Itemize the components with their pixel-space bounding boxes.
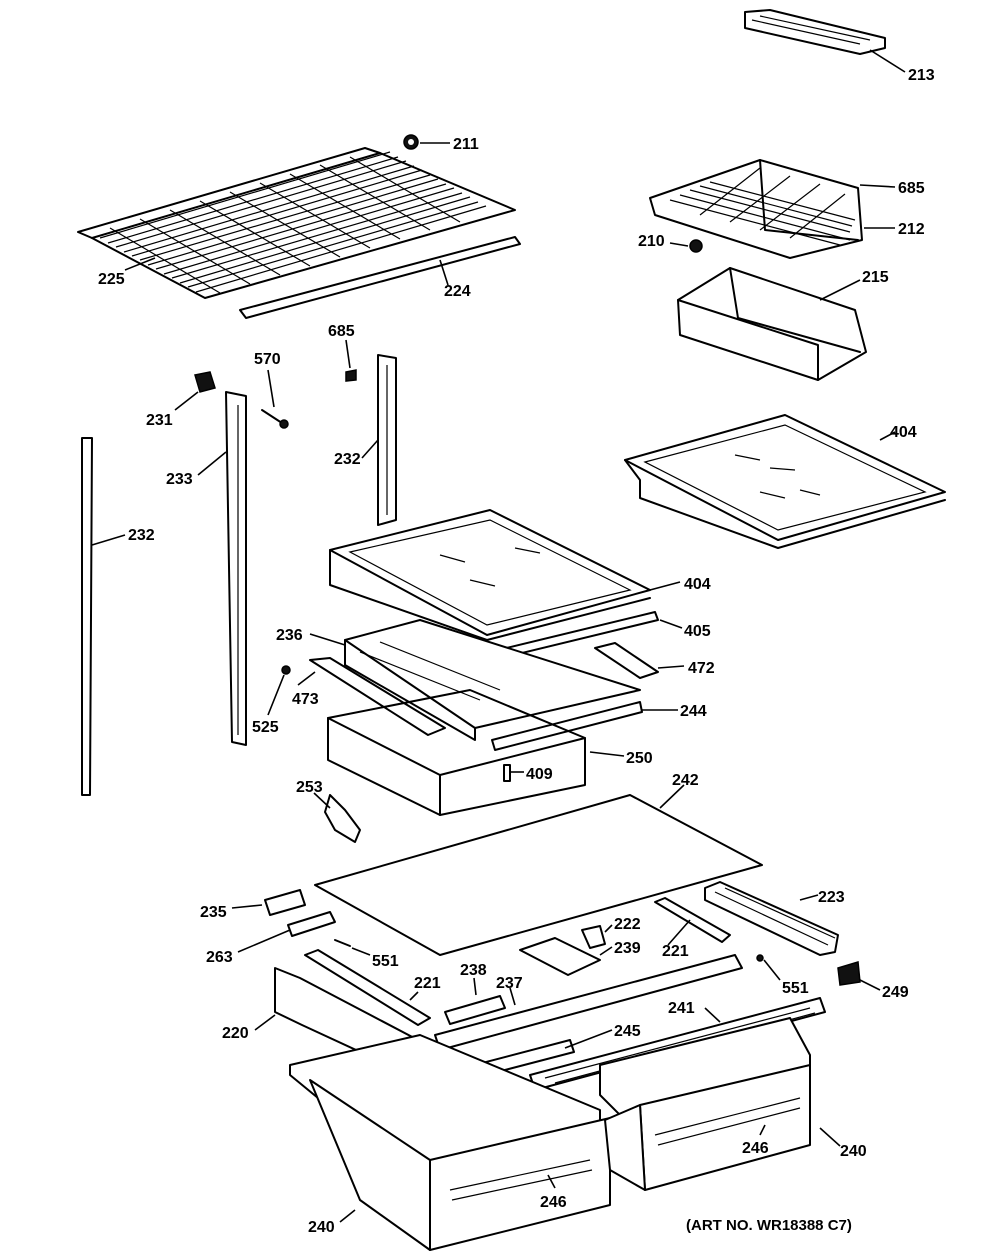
part-409-clip [503, 764, 524, 782]
part-236-cover [309, 619, 641, 741]
part-239-bracket [519, 937, 613, 976]
callout-472: 472 [688, 660, 715, 677]
art-number: (ART NO. WR18388 C7) [686, 1217, 852, 1234]
callout-223: 223 [818, 889, 845, 906]
callout-221-right: 221 [662, 943, 689, 960]
callout-253: 253 [296, 779, 323, 796]
callout-231: 231 [146, 412, 173, 429]
callout-210: 210 [638, 233, 665, 250]
callout-222: 222 [614, 916, 641, 933]
callout-244: 244 [680, 703, 707, 720]
part-404-glass-shelf-center [329, 509, 681, 641]
callout-473: 473 [292, 691, 319, 708]
part-253-bracket [313, 792, 361, 843]
callout-213: 213 [908, 67, 935, 84]
part-221-rail-right [654, 897, 731, 946]
part-212-ice-rack [649, 159, 896, 259]
part-240-drawer-left [289, 1034, 611, 1251]
callout-245: 245 [614, 1023, 641, 1040]
callout-551-right: 551 [782, 980, 809, 997]
part-473-slide [297, 657, 446, 736]
part-249-bracket [837, 961, 881, 991]
callout-232-left: 232 [128, 527, 155, 544]
part-232-rail-left [81, 437, 126, 796]
part-210-screw [669, 239, 703, 253]
callout-220: 220 [222, 1025, 249, 1042]
part-551-screw-right [756, 954, 781, 981]
part-472-slide [594, 642, 685, 679]
callout-685: 685 [898, 180, 925, 197]
part-233-rail [197, 391, 247, 746]
callout-240-right: 240 [840, 1143, 867, 1160]
part-685-screw [345, 339, 357, 382]
callout-233: 233 [166, 471, 193, 488]
callout-570: 570 [254, 351, 281, 368]
part-223-rail [704, 881, 839, 956]
part-570-screw [261, 369, 289, 429]
callout-239: 239 [614, 940, 641, 957]
callout-232-center: 232 [334, 451, 361, 468]
part-404-glass-shelf-right [624, 414, 946, 549]
callout-242: 242 [672, 772, 699, 789]
part-244-trim [491, 701, 678, 751]
callout-237: 237 [496, 975, 523, 992]
callout-250: 250 [626, 750, 653, 767]
callout-241: 241 [668, 1000, 695, 1017]
part-224-trim [239, 236, 521, 319]
callout-240-left: 240 [308, 1219, 335, 1236]
callout-263: 263 [206, 949, 233, 966]
part-525-screw [267, 665, 291, 716]
part-263-cover [237, 911, 336, 953]
callout-212: 212 [898, 221, 925, 238]
part-232-rail-center [361, 354, 397, 526]
callout-224: 224 [444, 283, 471, 300]
callout-249: 249 [882, 984, 909, 1001]
callout-236: 236 [276, 627, 303, 644]
callout-525: 525 [252, 719, 279, 736]
part-222-clip [581, 924, 613, 949]
callout-238: 238 [460, 962, 487, 979]
part-240-drawer-right [599, 1017, 841, 1191]
callout-551-left: 551 [372, 953, 399, 970]
part-213-ice-tray [744, 9, 906, 73]
callout-685-center: 685 [328, 323, 355, 340]
part-238-cover [444, 977, 506, 1025]
callout-225: 225 [98, 271, 125, 288]
part-215-bin [677, 267, 867, 381]
part-231-clip [174, 371, 216, 411]
callout-235: 235 [200, 904, 227, 921]
part-551-screw-left [334, 939, 371, 956]
callout-404-center: 404 [684, 576, 711, 593]
part-221-rail-left [304, 949, 431, 1026]
callout-409: 409 [526, 766, 553, 783]
part-250-drawer [327, 689, 625, 816]
part-225-wire-shelf [77, 147, 516, 299]
callout-246-right: 246 [742, 1140, 769, 1157]
callout-405: 405 [684, 623, 711, 640]
callout-211: 211 [453, 136, 479, 153]
callout-404-right: 404 [890, 424, 917, 441]
callout-221-left: 221 [414, 975, 441, 992]
part-211-knob [403, 134, 450, 150]
callout-246-left: 246 [540, 1194, 567, 1211]
part-242-glass-shelf [314, 784, 763, 956]
callout-215: 215 [862, 269, 889, 286]
part-235-cover [231, 889, 306, 916]
